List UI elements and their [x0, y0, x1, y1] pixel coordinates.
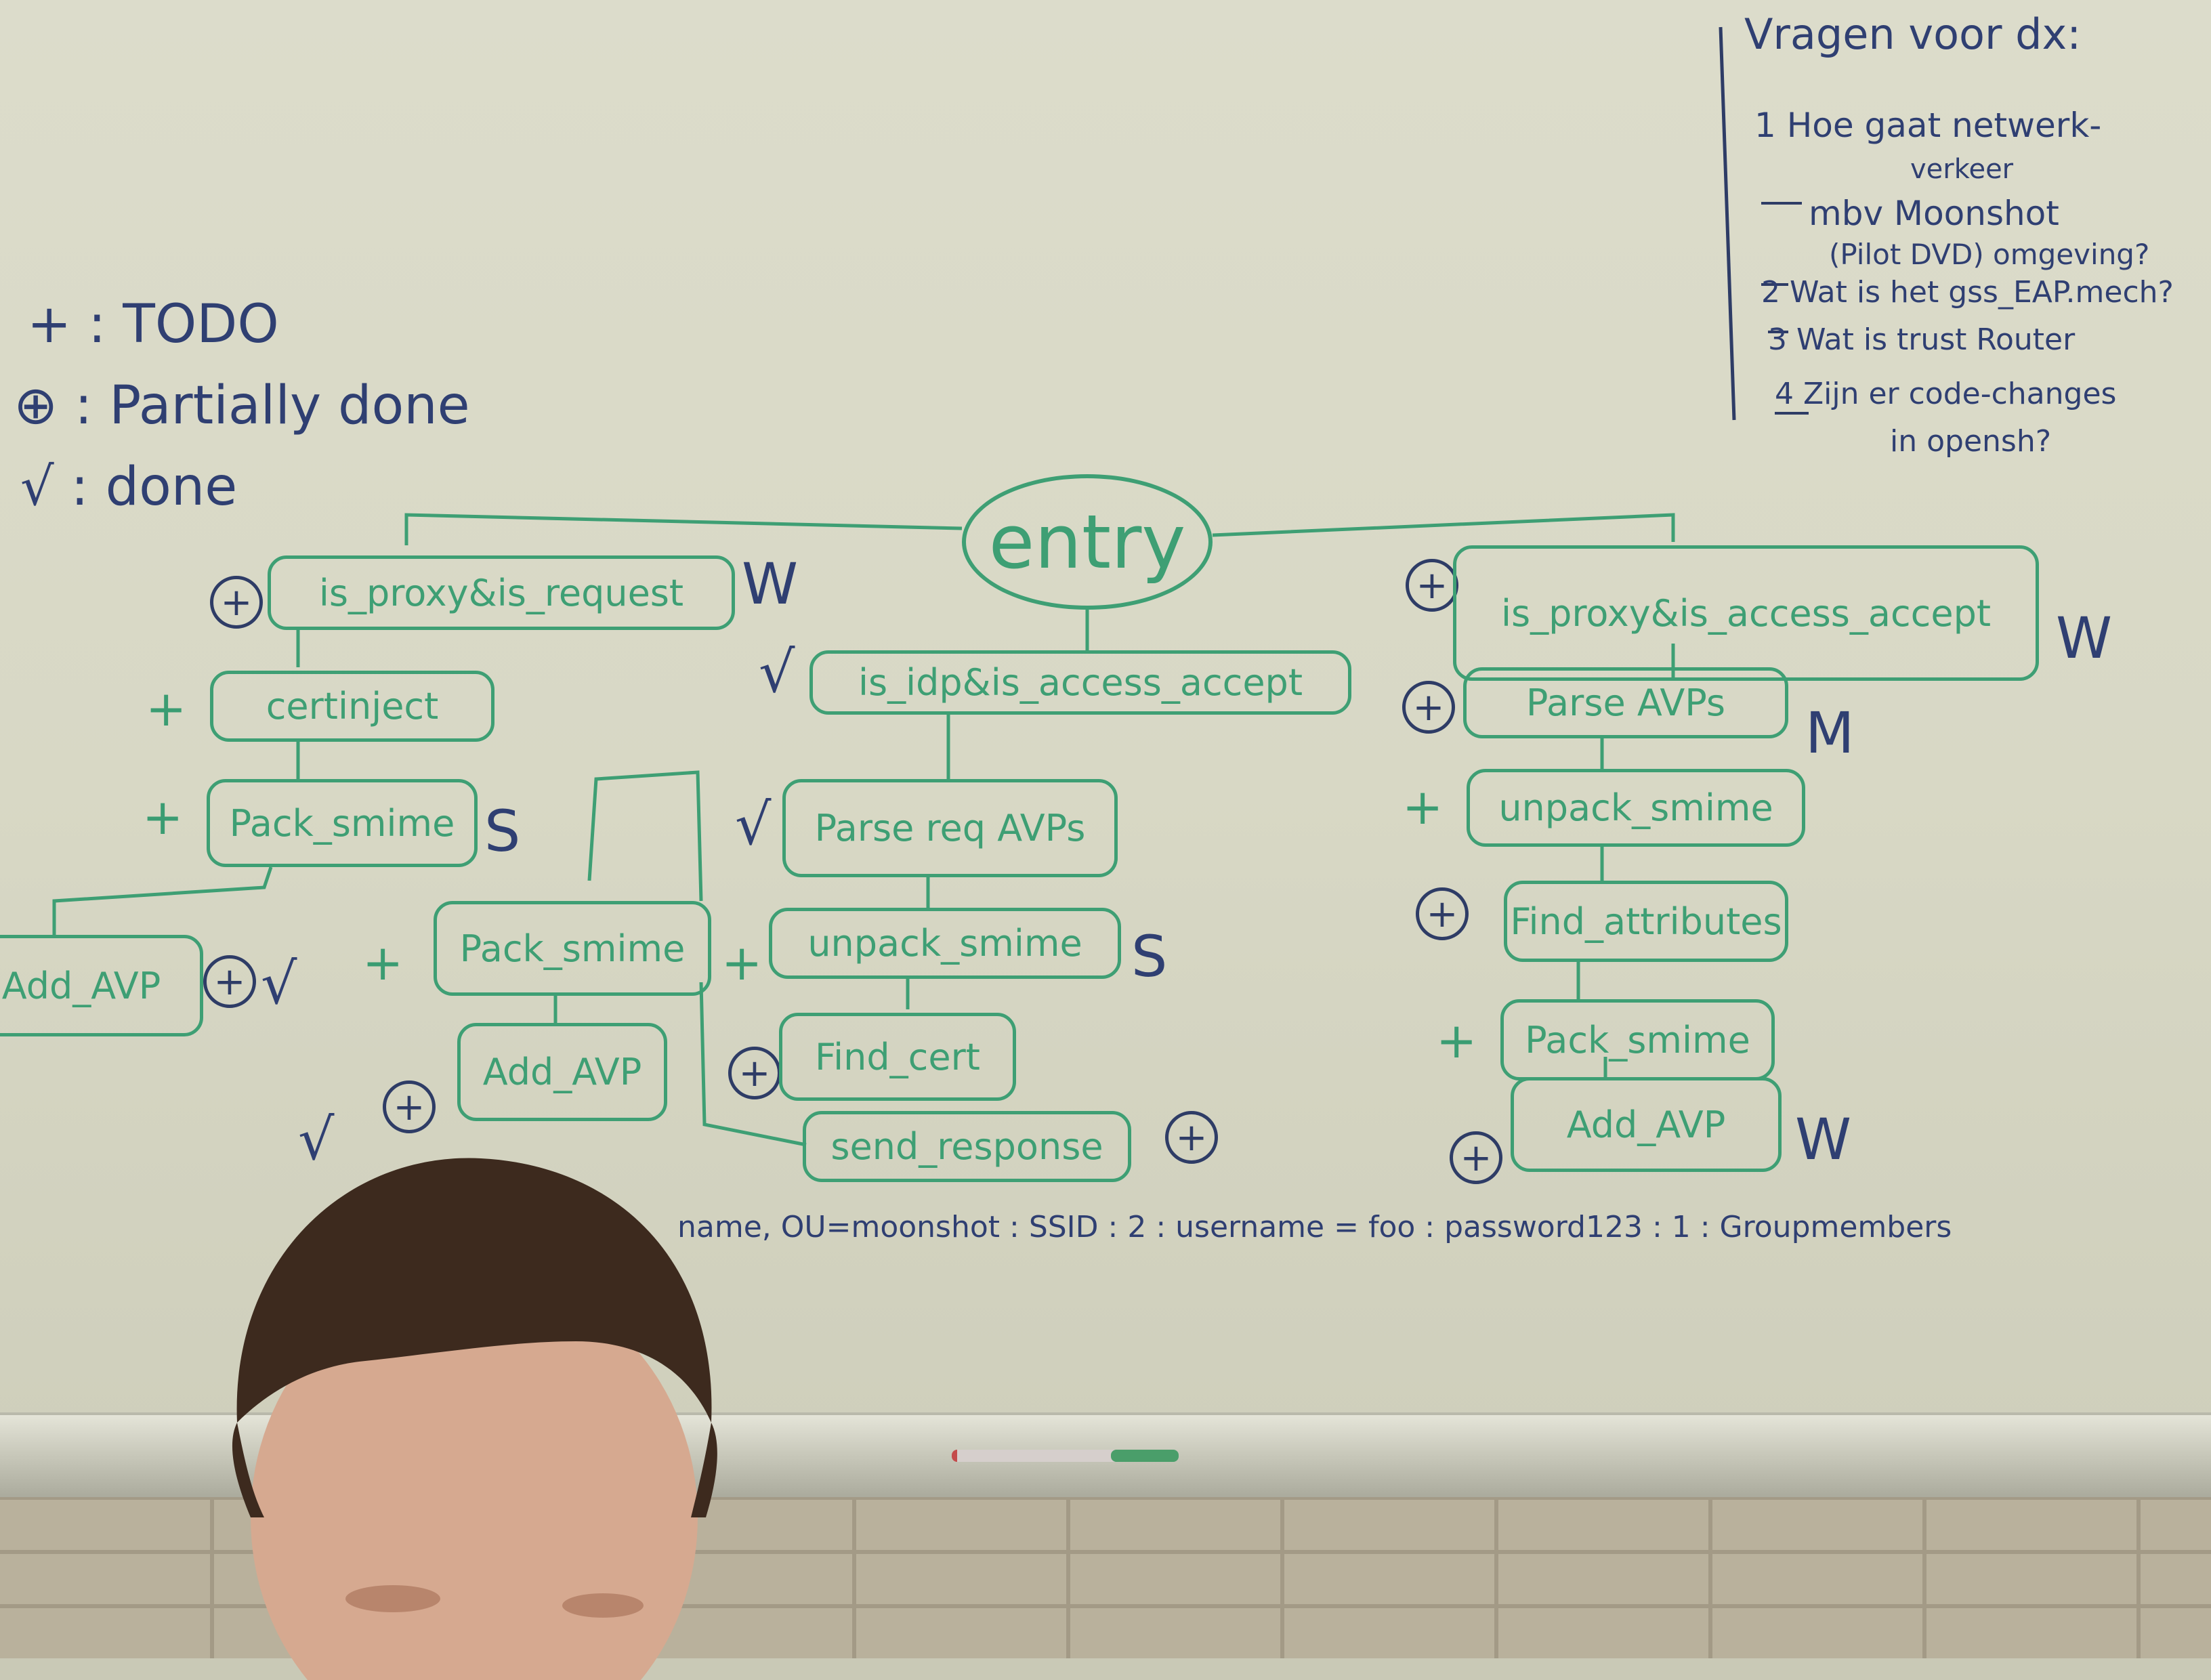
- green-marker: [1111, 1450, 1179, 1462]
- check-icon: √: [261, 950, 297, 1017]
- plus-icon: +: [1402, 778, 1444, 835]
- legend-todo: + : TODO: [27, 294, 279, 355]
- right-unpack-node: unpack_smime: [1467, 769, 1805, 847]
- left-pack-smime-mark: S: [484, 798, 521, 864]
- right-add-node: Add_AVP: [1511, 1077, 1782, 1172]
- question-2: 2 Wat is het gss_EAP.mech?: [1761, 275, 2174, 310]
- question-4-line2: in opensh?: [1890, 424, 2052, 459]
- circled-plus-icon: +: [728, 1047, 781, 1099]
- question-3: 3 Wat is trust Router: [1768, 322, 2076, 357]
- circled-plus-icon: +: [1416, 887, 1469, 940]
- circled-plus-icon: +: [210, 576, 263, 629]
- left-pack-smime-node: Pack_smime: [207, 779, 478, 867]
- right-parse-node: Parse AVPs: [1463, 667, 1788, 738]
- entry-node: entry: [962, 474, 1213, 610]
- question-1: 1 Hoe gaat netwerk-: [1754, 106, 2102, 145]
- circled-plus-icon: +: [1406, 559, 1458, 612]
- check-icon: √: [759, 639, 795, 705]
- plus-icon: +: [142, 789, 184, 845]
- question-1-line4: (Pilot DVD) omgeving?: [1829, 238, 2150, 271]
- circled-plus-icon: +: [1450, 1131, 1502, 1184]
- legend-partial: ⊕ : Partially done: [14, 375, 470, 436]
- right-parse-mark: M: [1805, 700, 1855, 766]
- middle-unpack-node: unpack_smime: [769, 908, 1121, 979]
- certinject-node: certinject: [210, 671, 494, 742]
- right-pack-node: Pack_smime: [1500, 999, 1775, 1080]
- right-find-node: Find_attributes: [1504, 881, 1788, 962]
- plus-icon: +: [721, 934, 763, 991]
- circled-plus-icon: +: [1165, 1111, 1218, 1164]
- red-marker: [952, 1450, 1120, 1462]
- middle-top-node: is_idp&is_access_accept: [809, 650, 1351, 715]
- plus-icon: +: [146, 680, 187, 737]
- question-1-line2: verkeer: [1910, 154, 2014, 185]
- middle-send-node: send_response: [803, 1111, 1131, 1182]
- check-icon: √: [298, 1106, 335, 1173]
- left-add-avp-node: Add_AVP: [0, 935, 203, 1036]
- left-top-node: is_proxy&is_request: [268, 555, 735, 630]
- bottom-config-line: name, OU=moonshot : SSID : 2 : username …: [677, 1210, 1952, 1244]
- right-top-mark: W: [2056, 605, 2113, 671]
- middle-find-node: Find_cert: [779, 1013, 1016, 1101]
- middle-unpack-mark: S: [1131, 923, 1168, 990]
- circled-plus-icon: +: [203, 955, 256, 1008]
- question-1-line3: mbv Moonshot: [1809, 194, 2059, 233]
- right-top-node: is_proxy&is_access_accept: [1453, 545, 2039, 681]
- middle-parse-node: Parse req AVPs: [782, 779, 1118, 877]
- check-icon: √: [735, 791, 772, 858]
- plus-icon: +: [362, 934, 404, 991]
- circled-plus-icon: +: [1402, 681, 1455, 734]
- sub-pack-smime-node: Pack_smime: [434, 901, 711, 996]
- person-head: [232, 1158, 717, 1680]
- plus-icon: +: [1436, 1012, 1477, 1069]
- left-top-mark: W: [742, 551, 799, 617]
- question-4: 4 Zijn er code-changes: [1775, 377, 2117, 411]
- circled-plus-icon: +: [383, 1080, 436, 1133]
- legend-done: √ : done: [20, 457, 238, 518]
- right-add-mark: W: [1795, 1106, 1852, 1173]
- questions-title: Vragen voor dx:: [1744, 9, 2082, 59]
- sub-add-avp-node: Add_AVP: [457, 1023, 667, 1121]
